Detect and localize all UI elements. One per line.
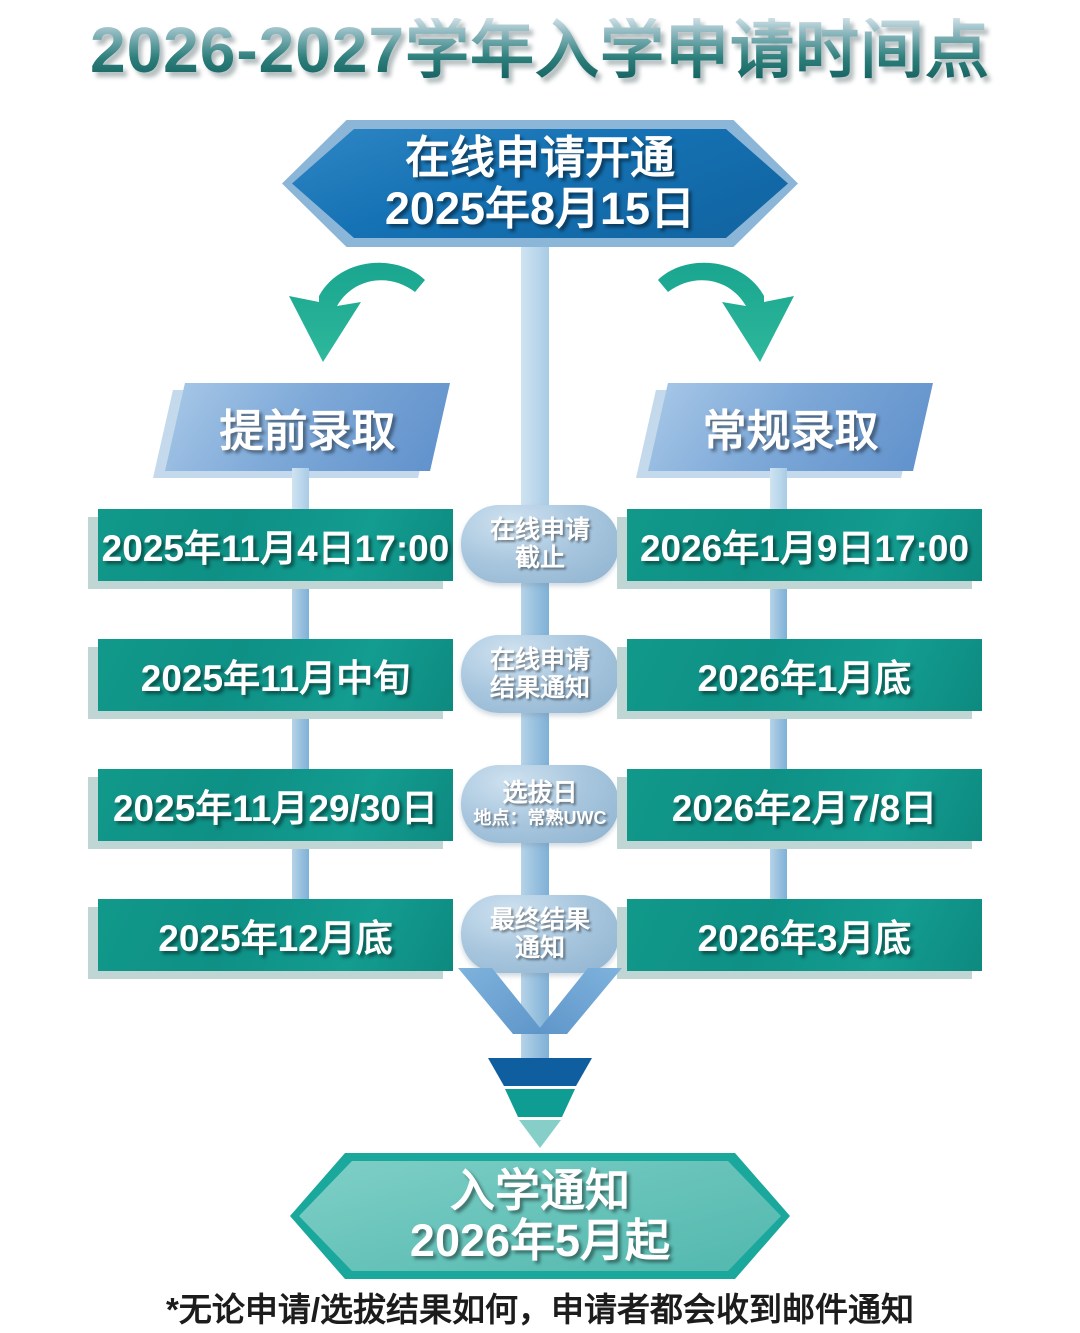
date-text: 2025年11月中旬 — [140, 658, 411, 699]
top-banner: 在线申请开通 2025年8月15日 — [282, 120, 798, 247]
top-banner-line1: 在线申请开通 — [404, 131, 675, 183]
branch-regular-label: 常规录取 — [702, 407, 879, 456]
stage-label-1: 在线申请 截止 — [461, 505, 619, 583]
stage-label-3: 选拔日 地点：常熟UWC — [461, 765, 619, 843]
connector-left-spine-b — [292, 570, 309, 650]
date-text: 2025年12月底 — [158, 918, 393, 959]
bar-face — [98, 639, 453, 711]
bar-face — [627, 899, 982, 971]
branch-early-label: 提前录取 — [219, 407, 396, 456]
stage-label-3-sub: 地点：常熟UWC — [473, 808, 607, 829]
stage-label-4: 最终结果 通知 — [461, 895, 619, 973]
final-banner: 入学通知 2026年5月起 — [290, 1153, 790, 1279]
branch-arrow-right-icon — [658, 262, 794, 362]
date-bar-regular-2[interactable]: 2026年1月底 — [617, 639, 982, 719]
connector-center-top — [521, 240, 549, 525]
branch-regular-face — [648, 383, 933, 471]
converging-arrow-icon — [458, 968, 622, 1034]
final-banner-text: 入学通知 2026年5月起 — [290, 1153, 790, 1279]
page-title: 2026-2027学年入学申请时间点 — [0, 18, 1080, 82]
bar-face — [98, 899, 453, 971]
branch-header-early[interactable]: 提前录取 — [153, 383, 450, 478]
final-banner-line1: 入学通知 — [449, 1164, 630, 1216]
branch-arrow-left-icon — [289, 262, 425, 362]
top-banner-text: 在线申请开通 2025年8月15日 — [282, 120, 798, 247]
connector-right-spine-b — [770, 570, 787, 650]
connector-left-spine-d — [292, 830, 309, 910]
bar-face — [627, 769, 982, 841]
date-bar-early-2[interactable]: 2025年11月中旬 — [88, 639, 453, 719]
connector-left-spine-c — [292, 700, 309, 780]
stage-label-1-line2: 截止 — [514, 544, 565, 572]
date-bar-early-1[interactable]: 2025年11月4日17:00 — [88, 509, 453, 589]
bar-face — [98, 769, 453, 841]
top-banner-face — [292, 129, 788, 238]
date-bar-regular-3[interactable]: 2026年2月7/8日 — [617, 769, 982, 849]
stage-label-2: 在线申请 结果通知 — [461, 635, 619, 713]
final-banner-face — [299, 1161, 781, 1271]
connector-right-spine-c — [770, 700, 787, 780]
bar-face — [627, 509, 982, 581]
branch-header-regular[interactable]: 常规录取 — [636, 383, 933, 478]
funnel-triangle-icon — [488, 1058, 592, 1148]
final-banner-line2: 2026年5月起 — [409, 1215, 671, 1266]
date-text: 2025年11月4日17:00 — [101, 528, 450, 569]
stage-label-2-line2: 结果通知 — [489, 674, 590, 702]
footnote: *无论申请/选拔结果如何，申请者都会收到邮件通知 — [165, 1291, 914, 1328]
date-text: 2026年1月底 — [697, 658, 912, 699]
date-text: 2025年11月29/30日 — [112, 788, 438, 829]
date-bar-early-4[interactable]: 2025年12月底 — [88, 899, 453, 979]
stage-label-4-line2: 通知 — [514, 934, 565, 962]
date-text: 2026年2月7/8日 — [671, 788, 938, 829]
top-banner-line2: 2025年8月15日 — [384, 182, 696, 234]
date-bar-early-3[interactable]: 2025年11月29/30日 — [88, 769, 453, 849]
connector-right-spine-d — [770, 830, 787, 910]
stage-label-2-line1: 在线申请 — [489, 646, 590, 674]
date-text: 2026年1月9日17:00 — [639, 528, 970, 569]
branch-early-face — [165, 383, 450, 471]
date-bar-regular-1[interactable]: 2026年1月9日17:00 — [617, 509, 982, 589]
stage-label-4-line1: 最终结果 — [489, 906, 590, 934]
stage-label-3-line1: 选拔日 — [502, 779, 578, 808]
date-bar-regular-4[interactable]: 2026年3月底 — [617, 899, 982, 979]
date-text: 2026年3月底 — [697, 918, 912, 959]
stage-label-1-line1: 在线申请 — [489, 516, 590, 544]
bar-face — [98, 509, 453, 581]
bar-face — [627, 639, 982, 711]
